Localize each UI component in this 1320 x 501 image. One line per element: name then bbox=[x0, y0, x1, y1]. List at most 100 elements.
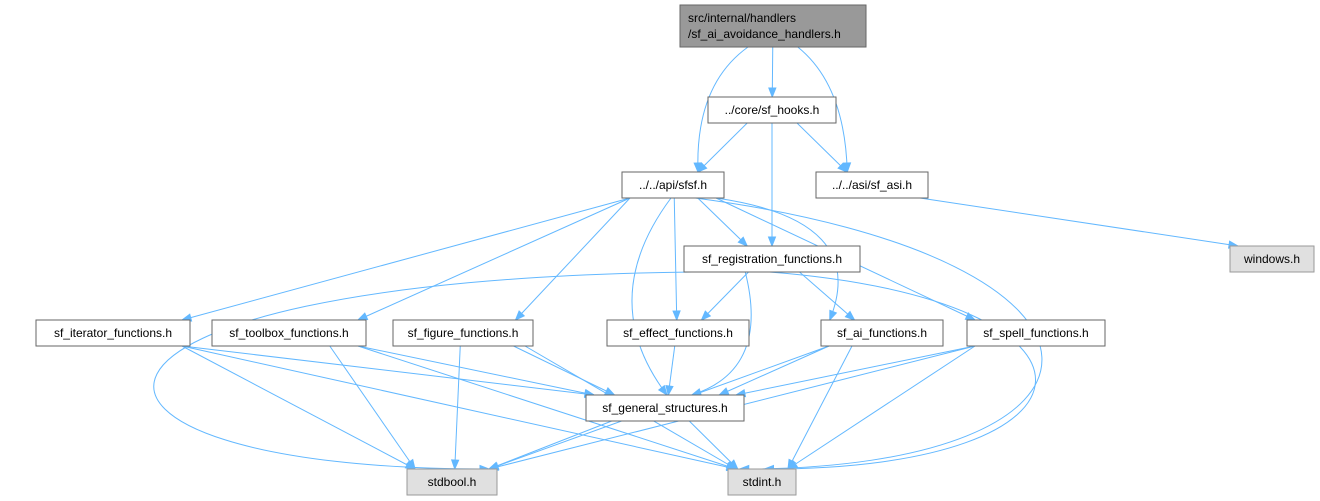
edge-line bbox=[787, 345, 976, 470]
node-hooks[interactable]: ../core/sf_hooks.h bbox=[707, 96, 837, 124]
node-root[interactable]: src/internal/handlers/sf_ai_avoidance_ha… bbox=[679, 4, 867, 48]
node-label: ../core/sf_hooks.h bbox=[725, 103, 820, 117]
node-label: sf_iterator_functions.h bbox=[54, 326, 172, 340]
edge-line bbox=[488, 420, 612, 470]
node-box bbox=[606, 319, 750, 347]
edge-line bbox=[454, 345, 461, 470]
node-box bbox=[35, 319, 191, 347]
node-iter[interactable]: sf_iterator_functions.h bbox=[35, 319, 191, 347]
node-figure[interactable]: sf_figure_functions.h bbox=[392, 319, 534, 347]
edge-line bbox=[715, 197, 839, 321]
edge-line bbox=[181, 345, 416, 470]
node-box bbox=[727, 468, 797, 496]
edge-arrowhead bbox=[356, 312, 369, 321]
node-label: stdint.h bbox=[743, 475, 782, 489]
edge-arrowhead bbox=[737, 236, 749, 247]
edge-root-to-hooks bbox=[768, 46, 777, 99]
node-label: windows.h bbox=[1243, 252, 1300, 266]
edge-arrowhead bbox=[767, 236, 777, 248]
edge-arrowhead bbox=[786, 460, 799, 470]
edge-ai-to-stdint bbox=[787, 345, 853, 471]
edge-hooks-to-reg bbox=[767, 123, 777, 248]
node-box bbox=[1229, 245, 1315, 273]
edge-arrowhead bbox=[717, 387, 730, 396]
node-spell[interactable]: sf_spell_functions.h bbox=[966, 319, 1106, 347]
edge-sfsf-to-general bbox=[631, 197, 672, 397]
edge-arrowhead bbox=[696, 162, 708, 173]
node-label: sf_spell_functions.h bbox=[983, 326, 1088, 340]
node-box bbox=[815, 171, 929, 199]
edge-line bbox=[796, 122, 848, 173]
edge-line bbox=[515, 197, 631, 321]
edge-hooks-to-asi bbox=[796, 122, 848, 173]
edge-arrowhead bbox=[514, 310, 526, 322]
edge-line bbox=[181, 197, 631, 321]
edge-line bbox=[719, 345, 830, 396]
edge-sfsf-to-effect bbox=[672, 197, 681, 322]
edge-line bbox=[697, 122, 748, 173]
node-label: sf_effect_functions.h bbox=[623, 326, 733, 340]
node-reg[interactable]: sf_registration_functions.h bbox=[683, 245, 861, 273]
node-box bbox=[707, 96, 837, 124]
node-label: sf_registration_functions.h bbox=[702, 252, 842, 266]
node-effect[interactable]: sf_effect_functions.h bbox=[606, 319, 750, 347]
edge-line bbox=[919, 197, 1239, 247]
edge-arrowhead bbox=[728, 459, 739, 470]
node-label: ../../api/sfsf.h bbox=[639, 178, 707, 192]
edge-arrowhead bbox=[844, 310, 856, 321]
edge-sfsf-to-toolbox bbox=[356, 197, 631, 321]
node-label: sf_general_structures.h bbox=[602, 401, 727, 415]
node-label: ../../asi/sf_asi.h bbox=[832, 178, 912, 192]
edge-line bbox=[357, 197, 631, 321]
edge-arrowhead bbox=[700, 310, 712, 321]
edge-hooks-to-sfsf bbox=[696, 122, 748, 173]
edge-iter-to-general bbox=[181, 345, 596, 399]
edge-line bbox=[153, 271, 693, 470]
node-sfsf[interactable]: ../../api/sfsf.h bbox=[621, 171, 725, 199]
edge-line bbox=[701, 271, 749, 321]
edge-figure-to-stdbool bbox=[450, 345, 461, 471]
edge-line bbox=[513, 345, 615, 396]
edge-sfsf-to-figure bbox=[514, 197, 631, 322]
edge-spell-to-stdint bbox=[786, 345, 976, 470]
node-toolbox[interactable]: sf_toolbox_functions.h bbox=[211, 319, 367, 347]
edge-line bbox=[787, 345, 853, 470]
node-box bbox=[966, 319, 1106, 347]
edge-line bbox=[697, 197, 748, 247]
edge-line bbox=[329, 345, 416, 470]
node-box bbox=[683, 245, 861, 273]
edge-asi-to-windows bbox=[919, 197, 1240, 249]
node-asi[interactable]: ../../asi/sf_asi.h bbox=[815, 171, 929, 199]
node-box bbox=[621, 171, 725, 199]
edge-general-to-stdint bbox=[688, 420, 739, 470]
node-box bbox=[820, 319, 944, 347]
edge-sfsf-to-iter bbox=[180, 197, 631, 322]
node-label: sf_toolbox_functions.h bbox=[229, 326, 348, 340]
edge-sfsf-to-ai bbox=[715, 197, 839, 322]
edge-line bbox=[357, 345, 595, 396]
node-label: src/internal/handlers bbox=[688, 11, 796, 25]
edge-reg-to-effect bbox=[700, 271, 749, 321]
edge-sfsf-to-reg bbox=[697, 197, 749, 247]
node-ai[interactable]: sf_ai_functions.h bbox=[820, 319, 944, 347]
edge-iter-to-stdbool bbox=[181, 345, 417, 470]
edge-line bbox=[735, 345, 976, 396]
node-box bbox=[679, 4, 867, 48]
node-label: sf_figure_functions.h bbox=[408, 326, 519, 340]
node-box bbox=[211, 319, 367, 347]
edge-toolbox-to-stdbool bbox=[329, 345, 416, 471]
edge-arrowhead bbox=[657, 384, 668, 397]
edge-arrowhead bbox=[450, 459, 460, 471]
node-label: /sf_ai_avoidance_handlers.h bbox=[688, 27, 841, 41]
edge-line bbox=[673, 197, 678, 321]
edge-reg-to-stdbool bbox=[153, 271, 693, 474]
edge-general-to-stdbool bbox=[487, 420, 612, 470]
edge-line bbox=[695, 197, 1043, 470]
nodes-layer: src/internal/handlers/sf_ai_avoidance_ha… bbox=[35, 4, 1315, 496]
edge-effect-to-general bbox=[665, 345, 676, 397]
edge-line bbox=[764, 271, 1036, 470]
node-general[interactable]: sf_general_structures.h bbox=[585, 394, 745, 422]
node-box bbox=[392, 319, 534, 347]
node-windows: windows.h bbox=[1229, 245, 1315, 273]
